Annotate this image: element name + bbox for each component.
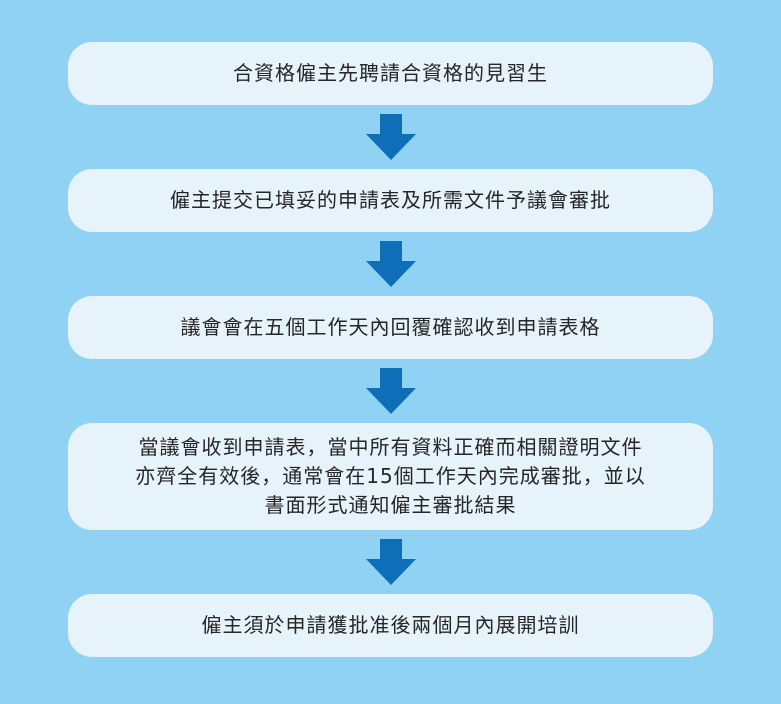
down-arrow-icon xyxy=(365,530,416,594)
flow-step-4: 當議會收到申請表，當中所有資料正確而相關證明文件 亦齊全有效後，通常會在15個工… xyxy=(68,423,713,530)
down-arrow-icon xyxy=(365,105,416,169)
down-arrow-icon xyxy=(365,359,416,423)
flow-step-2-text: 僱主提交已填妥的申請表及所需文件予議會審批 xyxy=(170,188,611,212)
flow-step-4-text: 當議會收到申請表，當中所有資料正確而相關證明文件 亦齊全有效後，通常會在15個工… xyxy=(135,435,646,517)
flow-step-3-text: 議會會在五個工作天內回覆確認收到申請表格 xyxy=(180,315,601,339)
flow-step-5-text: 僱主須於申請獲批准後兩個月內展開培訓 xyxy=(201,613,580,637)
flow-step-3: 議會會在五個工作天內回覆確認收到申請表格 xyxy=(68,296,713,359)
flow-step-1-text: 合資格僱主先聘請合資格的見習生 xyxy=(233,61,548,85)
flow-step-5: 僱主須於申請獲批准後兩個月內展開培訓 xyxy=(68,594,713,657)
flow-step-2: 僱主提交已填妥的申請表及所需文件予議會審批 xyxy=(68,169,713,232)
down-arrow-icon xyxy=(365,232,416,296)
flow-step-1: 合資格僱主先聘請合資格的見習生 xyxy=(68,42,713,105)
